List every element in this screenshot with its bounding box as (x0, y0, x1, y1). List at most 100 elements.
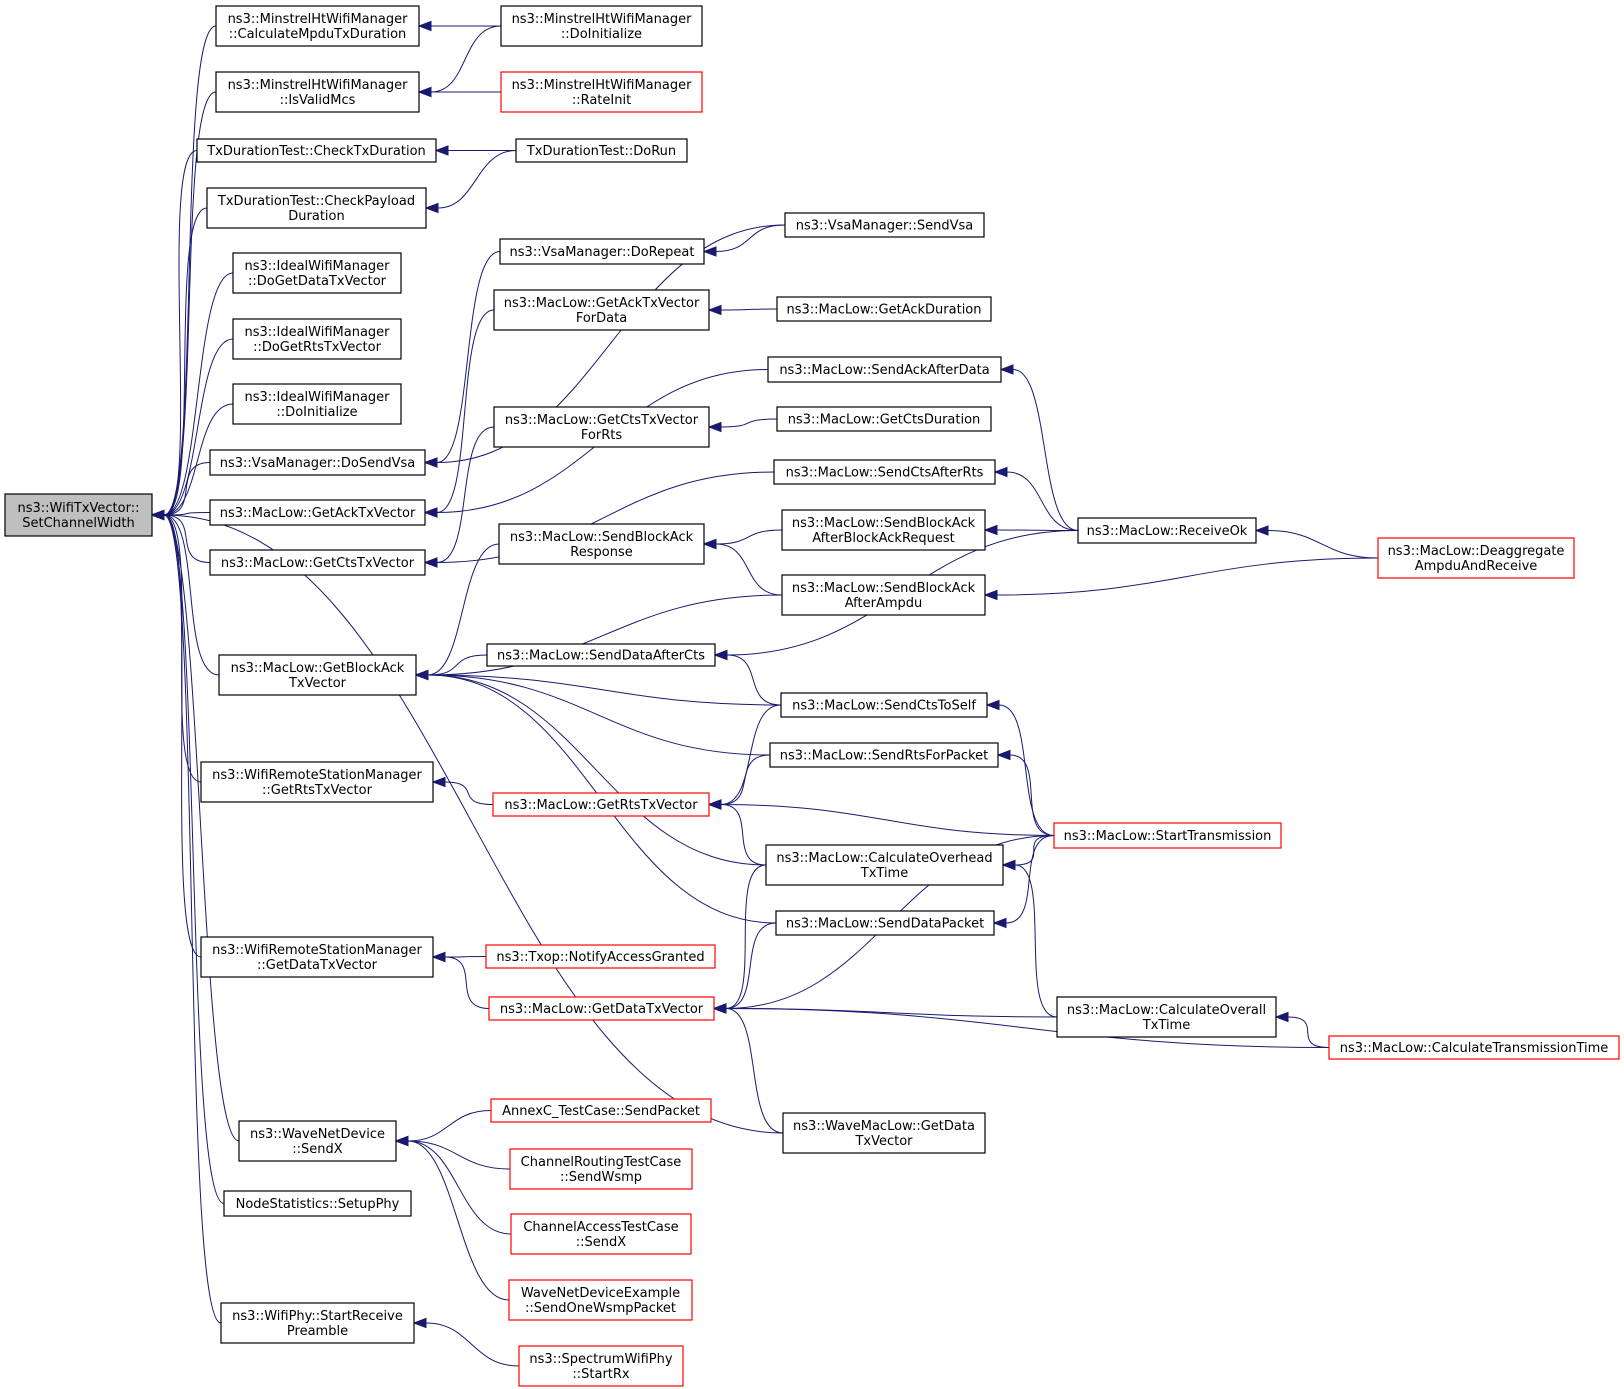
caller-node[interactable]: ns3::MinstrelHtWifiManager::DoInitialize (500, 5, 703, 47)
node-box[interactable] (1077, 517, 1257, 544)
caller-node[interactable]: ns3::MacLow::CalculateTransmissionTime (1328, 1035, 1620, 1060)
caller-node[interactable]: ns3::MacLow::GetAckDuration (776, 296, 992, 322)
caller-node[interactable]: ns3::VsaManager::SendVsa (784, 212, 985, 238)
caller-node[interactable]: TxDurationTest::CheckTxDuration (196, 138, 437, 163)
node-box[interactable] (499, 238, 705, 265)
node-box[interactable] (215, 5, 420, 47)
node-box[interactable] (492, 792, 710, 817)
node-box[interactable] (500, 5, 703, 47)
caller-node[interactable]: ns3::IdealWifiManager::DoInitialize (232, 383, 402, 425)
node-box[interactable] (1053, 822, 1282, 849)
node-box[interactable] (493, 289, 710, 331)
node-box[interactable] (206, 187, 427, 229)
caller-node[interactable]: ns3::SpectrumWifiPhy::StartRx (518, 1345, 684, 1387)
node-box[interactable] (200, 936, 434, 978)
node-box[interactable] (500, 71, 703, 113)
node-box[interactable] (196, 138, 437, 163)
caller-node[interactable]: ns3::VsaManager::DoSendVsa (209, 449, 426, 476)
caller-node[interactable]: AnnexC_TestCase::SendPacket (490, 1098, 712, 1123)
caller-node[interactable]: ns3::Txop::NotifyAccessGranted (485, 944, 716, 969)
node-box[interactable] (781, 574, 986, 616)
node-box[interactable] (780, 692, 988, 718)
node-box[interactable] (490, 1098, 712, 1123)
node-box[interactable] (486, 643, 716, 667)
node-box[interactable] (508, 1279, 693, 1321)
caller-node[interactable]: ns3::WifiRemoteStationManager::GetRtsTxV… (200, 761, 434, 803)
node-box[interactable] (200, 761, 434, 803)
caller-node[interactable]: ns3::MacLow::SendDataAfterCts (486, 643, 716, 667)
node-box[interactable] (209, 549, 426, 576)
caller-node[interactable]: ns3::IdealWifiManager::DoGetDataTxVector (232, 252, 402, 294)
root-node[interactable]: ns3::WifiTxVector::SetChannelWidth (4, 493, 153, 537)
node-box[interactable] (1377, 537, 1575, 579)
node-box[interactable] (510, 1213, 692, 1255)
caller-node[interactable]: ns3::MacLow::SendBlockAckAfterBlockAckRe… (781, 509, 986, 551)
caller-node[interactable]: ns3::MacLow::SendAckAfterData (767, 356, 1002, 383)
node-box[interactable] (518, 1345, 684, 1387)
node-box[interactable] (765, 844, 1004, 886)
caller-node[interactable]: ns3::MacLow::SendCtsToSelf (780, 692, 988, 718)
node-box[interactable] (493, 406, 710, 448)
caller-node[interactable]: ns3::IdealWifiManager::DoGetRtsTxVector (232, 318, 402, 360)
caller-node[interactable]: ns3::MacLow::SendDataPacket (775, 910, 995, 936)
caller-node[interactable]: ns3::MacLow::GetAckTxVector (209, 499, 426, 526)
caller-node[interactable]: TxDurationTest::DoRun (515, 138, 688, 163)
node-box[interactable] (232, 318, 402, 360)
caller-node[interactable]: ChannelAccessTestCase::SendX (510, 1213, 692, 1255)
caller-node[interactable]: ChannelRoutingTestCase::SendWsmp (509, 1148, 693, 1190)
node-box[interactable] (223, 1190, 412, 1217)
caller-node[interactable]: ns3::WaveNetDevice::SendX (238, 1120, 397, 1162)
node-box[interactable] (773, 459, 996, 485)
node-box[interactable] (767, 356, 1002, 383)
node-box[interactable] (776, 406, 992, 432)
caller-node[interactable]: ns3::MacLow::SendRtsForPacket (769, 742, 999, 768)
node-box[interactable] (776, 296, 992, 322)
caller-node[interactable]: ns3::MacLow::ReceiveOk (1077, 517, 1257, 544)
node-box[interactable] (784, 212, 985, 238)
node-box[interactable] (1328, 1035, 1620, 1060)
node-box[interactable] (209, 499, 426, 526)
caller-node[interactable]: ns3::WifiRemoteStationManager::GetDataTx… (200, 936, 434, 978)
node-box[interactable] (220, 1302, 415, 1344)
node-box[interactable] (509, 1148, 693, 1190)
node-box[interactable] (232, 252, 402, 294)
caller-node[interactable]: ns3::MinstrelHtWifiManager::RateInit (500, 71, 703, 113)
node-box[interactable] (498, 523, 705, 565)
caller-node[interactable]: ns3::WaveMacLow::GetDataTxVector (782, 1112, 986, 1154)
caller-node[interactable]: ns3::MinstrelHtWifiManager::CalculateMpd… (215, 5, 420, 47)
caller-node[interactable]: WaveNetDeviceExample::SendOneWsmpPacket (508, 1279, 693, 1321)
node-box[interactable] (781, 509, 986, 551)
caller-node[interactable]: ns3::MacLow::GetCtsDuration (776, 406, 992, 432)
caller-node[interactable]: NodeStatistics::SetupPhy (223, 1190, 412, 1217)
node-box[interactable] (215, 71, 420, 113)
node-box[interactable] (4, 493, 153, 537)
node-box[interactable] (769, 742, 999, 768)
node-box[interactable] (1056, 996, 1277, 1038)
node-box[interactable] (209, 449, 426, 476)
caller-node[interactable]: ns3::MacLow::GetCtsTxVector (209, 549, 426, 576)
node-box[interactable] (782, 1112, 986, 1154)
caller-node[interactable]: ns3::VsaManager::DoRepeat (499, 238, 705, 265)
caller-node[interactable]: ns3::MacLow::SendCtsAfterRts (773, 459, 996, 485)
node-box[interactable] (485, 944, 716, 969)
caller-node[interactable]: ns3::MinstrelHtWifiManager::IsValidMcs (215, 71, 420, 113)
node-box[interactable] (218, 654, 417, 696)
node-box[interactable] (488, 996, 715, 1021)
node-box[interactable] (515, 138, 688, 163)
node-box[interactable] (238, 1120, 397, 1162)
caller-node[interactable]: ns3::MacLow::GetDataTxVector (488, 996, 715, 1021)
caller-node[interactable]: ns3::MacLow::GetRtsTxVector (492, 792, 710, 817)
caller-node[interactable]: ns3::MacLow::StartTransmission (1053, 822, 1282, 849)
node-box[interactable] (232, 383, 402, 425)
node-box[interactable] (775, 910, 995, 936)
